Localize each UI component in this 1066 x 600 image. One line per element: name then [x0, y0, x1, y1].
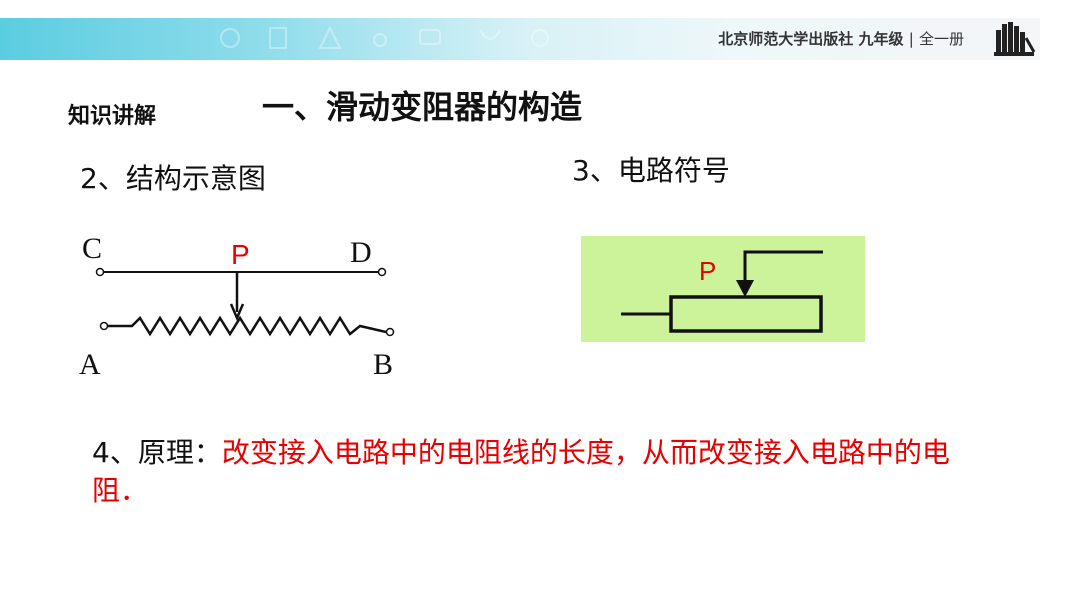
principle-prefix: 4、原理：	[92, 436, 222, 469]
principle-paragraph: 4、原理：改变接入电路中的电阻线的长度，从而改变接入电路中的电阻．	[92, 434, 992, 510]
slider-arrow-icon	[229, 303, 245, 322]
header-separator: |	[908, 30, 914, 48]
bookshelf-logo-icon	[994, 22, 1036, 56]
terminal-c-node	[95, 267, 105, 277]
slider-p-label: P	[231, 239, 250, 270]
symbol-p-label: P	[699, 256, 716, 286]
header-banner	[0, 18, 1040, 60]
grade-label: 九年级	[858, 30, 904, 48]
terminal-d-node	[377, 267, 387, 277]
symbol-heading: 3、电路符号	[572, 154, 730, 187]
publisher-info: 北京师范大学出版社 九年级 | 全一册	[718, 28, 964, 49]
symbol-arrow-icon	[736, 280, 754, 297]
structure-heading: 2、结构示意图	[80, 162, 266, 195]
rheostat-structure-diagram: C D P A B	[79, 232, 395, 381]
terminal-b-node	[385, 327, 395, 337]
terminal-a-node	[99, 321, 109, 331]
publisher-name: 北京师范大学出版社	[718, 30, 854, 48]
rheostat-circuit-symbol: P	[581, 236, 865, 342]
resistance-wire	[108, 315, 387, 337]
banner-decoration-icons	[220, 25, 549, 49]
terminal-c-label: C	[82, 232, 102, 265]
page-title: 一、滑动变阻器的构造	[262, 88, 583, 126]
symbol-background	[581, 236, 865, 342]
volume-label: 全一册	[918, 30, 964, 48]
terminal-b-label: B	[373, 348, 393, 381]
resistor-box	[669, 295, 823, 333]
terminal-d-label: D	[350, 236, 372, 269]
principle-text: 改变接入电路中的电阻线的长度，从而改变接入电路中的电阻．	[92, 436, 950, 507]
section-label: 知识讲解	[68, 104, 157, 129]
slider-lead	[743, 250, 823, 290]
terminal-a-label: A	[79, 348, 101, 381]
